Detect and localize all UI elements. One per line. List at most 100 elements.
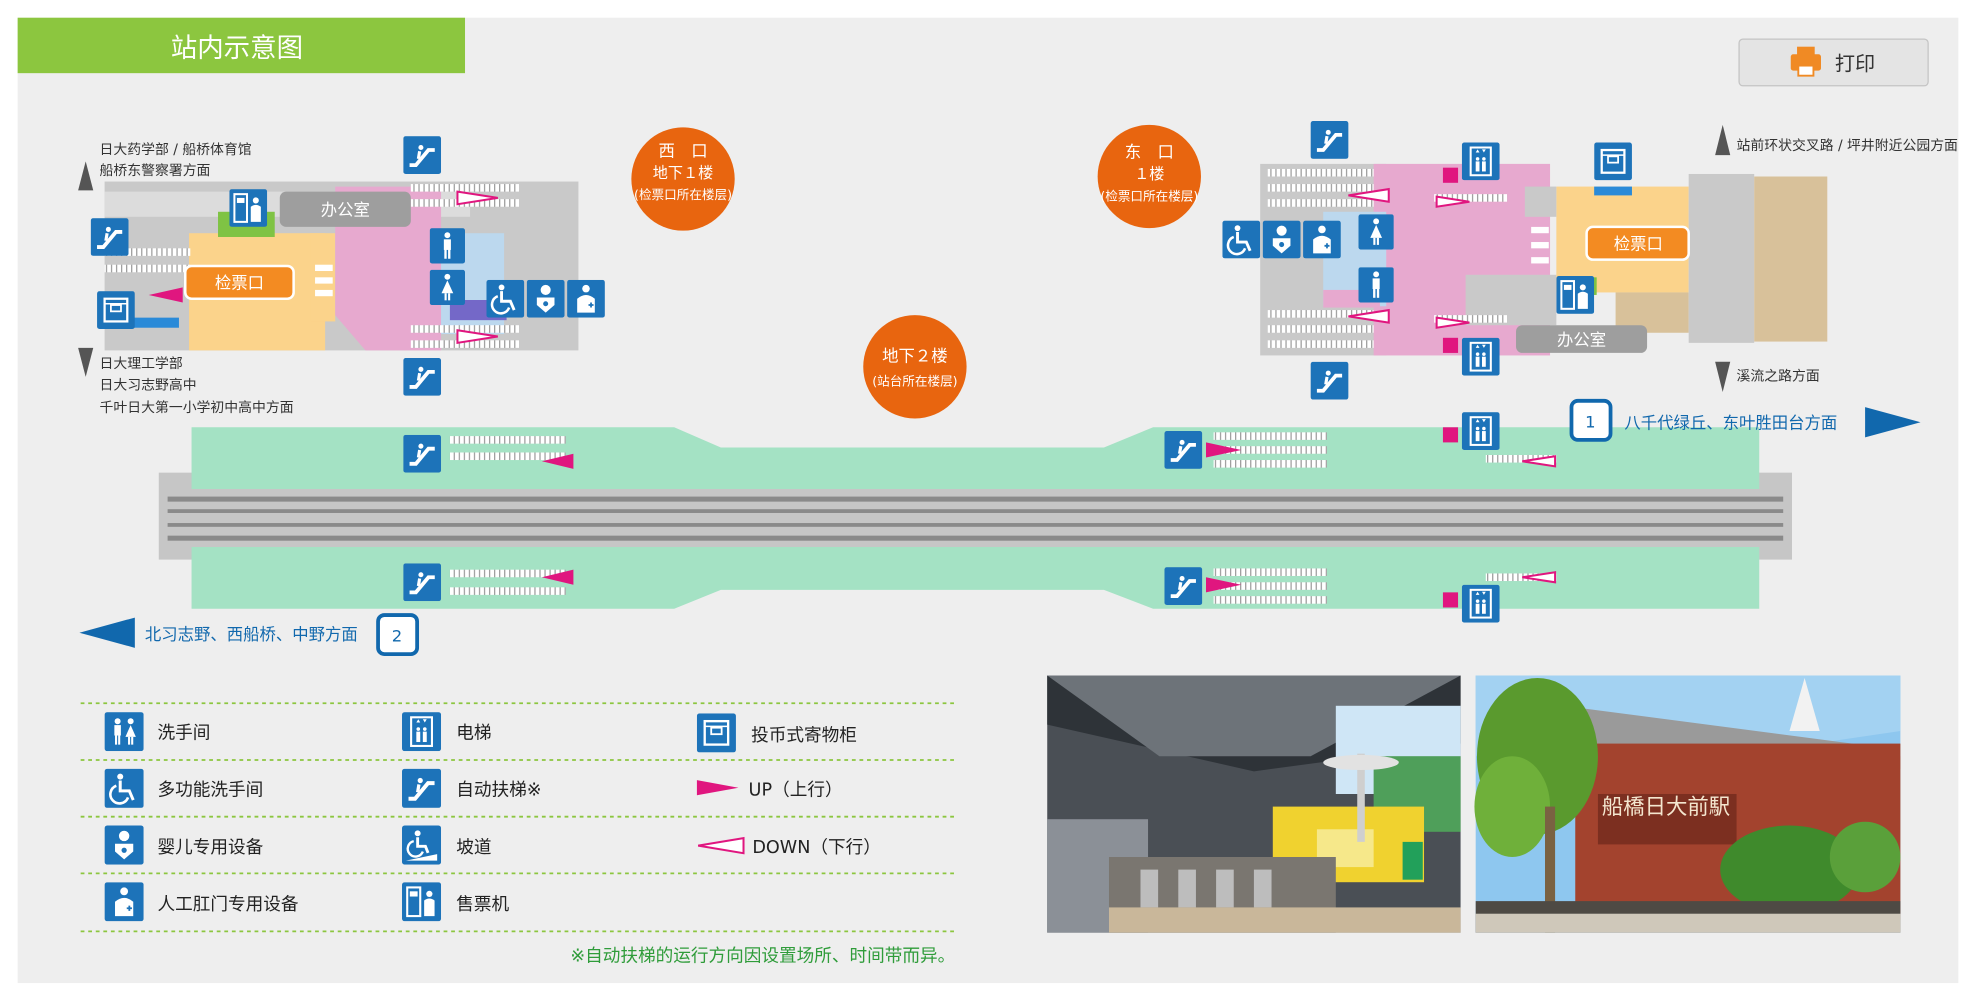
rail <box>167 496 1784 502</box>
rail <box>167 509 1784 513</box>
baby-facility-icon <box>104 825 144 865</box>
print-label: 打印 <box>1835 52 1875 76</box>
legend-label: 人工肛门专用设备 <box>158 894 299 915</box>
title-bar <box>17 17 466 74</box>
east-exit-badge: 东 口 １楼 (检票口所在楼层) <box>1097 124 1201 229</box>
direction-down-arrow-icon <box>1715 361 1731 392</box>
escalator-strip <box>449 436 566 444</box>
woman-toilet-icon <box>1358 214 1394 250</box>
man-toilet-icon <box>429 228 466 264</box>
west-direction-top-2: 船桥东警察署方面 <box>100 162 211 179</box>
legend-label: 电梯 <box>456 723 491 744</box>
west-exit-badge: 西 口 地下１楼 (检票口所在楼层) <box>631 127 735 231</box>
escalator-icon <box>403 563 442 602</box>
platform-track-2 <box>191 546 1760 609</box>
legend-label: 投币式寄物柜 <box>751 725 857 746</box>
legend-label: 自动扶梯※ <box>456 779 541 800</box>
direction-up-arrow-icon <box>1715 124 1731 156</box>
escalator-down-arrow <box>1435 316 1470 329</box>
escalator-down-arrow <box>1435 195 1470 208</box>
ostomate-icon <box>104 882 144 922</box>
svg-text:办公室: 办公室 <box>321 201 370 220</box>
svg-text:1: 1 <box>1585 412 1595 431</box>
direction-down-arrow-icon <box>78 347 94 377</box>
escalator-up-arrow <box>541 569 574 585</box>
escalator-strip <box>1267 184 1374 192</box>
escalator-strip <box>1267 325 1374 333</box>
svg-text:地下２楼: 地下２楼 <box>882 347 948 366</box>
escalator-up-arrow <box>541 453 574 469</box>
escalator-icon <box>90 218 129 256</box>
escalator-icon <box>403 357 442 396</box>
ticket-machine-icon <box>229 189 268 227</box>
escalator-strip <box>1434 194 1508 202</box>
escalator-down-arrow <box>1348 308 1390 324</box>
escalator-strip <box>1213 446 1327 454</box>
west-direction-bottom-3: 千叶日大第一小学初中高中方面 <box>100 399 294 416</box>
svg-text:(站台所在楼层): (站台所在楼层) <box>872 374 957 389</box>
svg-text:地下１楼: 地下１楼 <box>653 164 713 182</box>
print-button[interactable]: 打印 <box>1738 38 1929 87</box>
west-direction-bottom-2: 日大习志野高中 <box>100 376 197 393</box>
ostomate-icon <box>567 279 605 318</box>
track-1-badge: 1 <box>1569 398 1613 442</box>
accessible-toilet-icon <box>104 768 144 808</box>
track-1-arrow-icon <box>1865 407 1921 438</box>
legend-label: UP（上行） <box>749 779 843 800</box>
escalator-icon <box>403 136 442 174</box>
escalator-strip <box>410 325 520 333</box>
escalator-strip <box>1485 573 1557 582</box>
man-toilet-icon <box>1358 267 1394 303</box>
east-ticket-gate: 检票口 <box>1585 225 1690 261</box>
escalator-icon <box>1310 361 1349 400</box>
escalator-note: ※自动扶梯的运行方向因设置场所、时间带而异。 <box>570 946 955 967</box>
direction-up-arrow-icon <box>78 161 94 191</box>
svg-text:东 口: 东 口 <box>1125 143 1174 162</box>
legend-label: 多功能洗手间 <box>158 779 264 800</box>
elevator-marker <box>1442 592 1459 608</box>
escalator-up-arrow <box>1206 577 1242 593</box>
escalator-down-arrow <box>1522 571 1557 584</box>
escalator-up-arrow <box>148 287 183 303</box>
ticket-machine-icon <box>402 882 442 922</box>
legend-label: 售票机 <box>456 894 509 915</box>
escalator-strip <box>1267 310 1374 318</box>
west-office: 办公室 <box>279 191 411 227</box>
escalator-down-arrow <box>1348 187 1390 203</box>
elevator-icon <box>1461 584 1500 623</box>
legend-label: 坡道 <box>456 837 491 858</box>
track-1-direction: 八千代绿丘、东叶胜田台方面 <box>1624 414 1837 433</box>
svg-text:(检票口所在楼层): (检票口所在楼层) <box>1100 188 1198 203</box>
legend-label: 婴儿专用设备 <box>158 837 264 858</box>
baby-facility-icon <box>526 279 565 318</box>
escalator-strip <box>1485 455 1557 463</box>
accessible-toilet-icon <box>486 279 525 318</box>
escalator-strip <box>410 184 520 192</box>
track-2-direction: 北习志野、西船桥、中野方面 <box>145 625 358 644</box>
elevator-icon <box>1461 337 1500 376</box>
coin-locker-icon <box>1594 142 1632 181</box>
printer-icon <box>1790 46 1821 77</box>
platform-track-1 <box>191 427 1760 490</box>
photo-concourse <box>1047 675 1461 933</box>
track-2-arrow-icon <box>79 617 135 648</box>
legend: 洗手间 电梯 投币式寄物柜 多功能洗手间 自动扶梯※ UP（上行） 婴儿专用设备… <box>80 702 958 933</box>
svg-text:(检票口所在楼层): (检票口所在楼层) <box>634 187 732 202</box>
escalator-strip <box>1267 199 1374 207</box>
escalator-strip <box>410 340 520 348</box>
escalator-strip <box>1213 460 1327 468</box>
east-direction-bottom: 溪流之路方面 <box>1737 369 1820 385</box>
svg-text:１楼: １楼 <box>1134 165 1164 183</box>
elevator-icon <box>1461 142 1500 181</box>
platform-floor-badge: 地下２楼 (站台所在楼层) <box>863 315 967 419</box>
coin-locker-icon <box>97 291 135 329</box>
escalator-strip <box>1213 582 1327 590</box>
escalator-strip <box>1267 340 1374 348</box>
escalator-strip <box>104 248 191 256</box>
elevator-marker <box>1442 337 1459 353</box>
escalator-strip <box>1267 168 1374 177</box>
accessible-toilet-icon <box>1222 220 1261 259</box>
escalator-icon <box>402 768 442 808</box>
rail <box>167 523 1784 527</box>
svg-text:检票口: 检票口 <box>1614 235 1663 254</box>
